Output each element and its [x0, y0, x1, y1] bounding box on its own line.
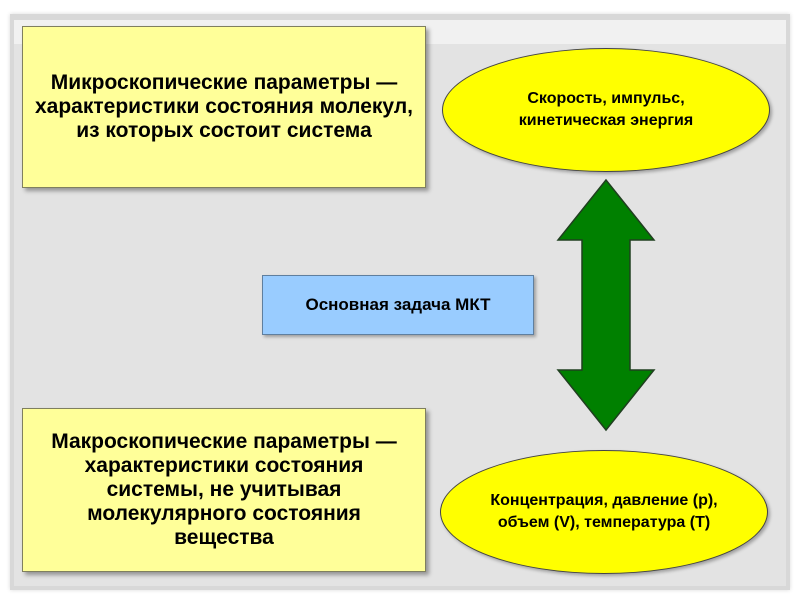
main-task-text: Основная задача МКТ: [305, 295, 491, 314]
slide: Микроскопические параметры — характерист…: [14, 20, 786, 586]
macroscopic-examples-text: Концентрация, давление (p), объем (V), т…: [490, 492, 718, 531]
microscopic-examples-text: Скорость, импульс, кинетическая энергия: [518, 90, 694, 129]
macroscopic-parameters-text: Макроскопические параметры — характерист…: [51, 430, 397, 549]
microscopic-parameters-box: Микроскопические параметры — характерист…: [22, 26, 426, 188]
macroscopic-parameters-box: Макроскопические параметры — характерист…: [22, 408, 426, 572]
macroscopic-examples-ellipse: Концентрация, давление (p), объем (V), т…: [440, 450, 768, 574]
main-task-box: Основная задача МКТ: [262, 275, 534, 335]
double-vertical-arrow-icon: [556, 178, 656, 432]
microscopic-examples-ellipse: Скорость, импульс, кинетическая энергия: [442, 48, 770, 172]
double-arrow-shape: [556, 178, 656, 432]
microscopic-parameters-text: Микроскопические параметры — характерист…: [35, 71, 413, 142]
